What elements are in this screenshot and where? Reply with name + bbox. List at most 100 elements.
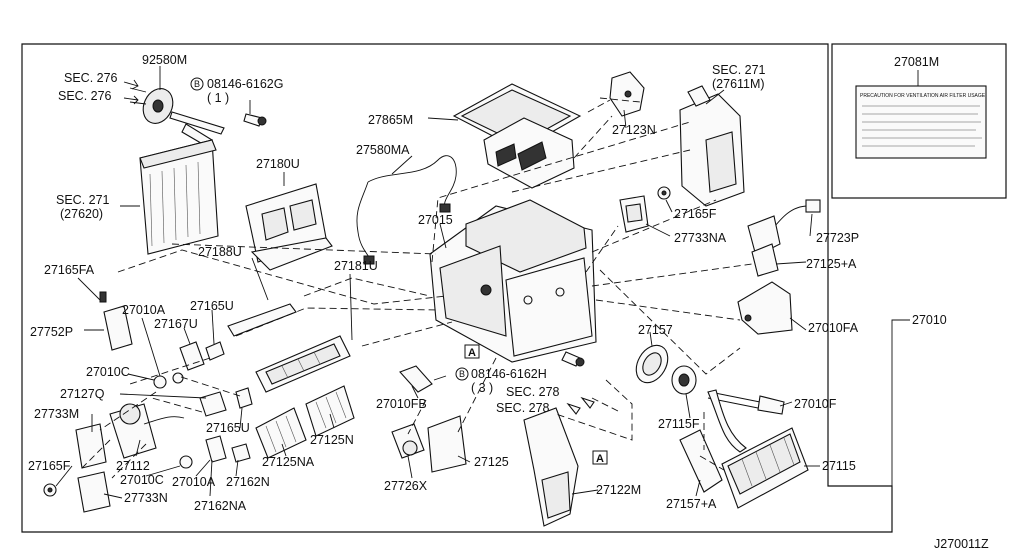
callout-27733M[interactable]: 27733M	[34, 407, 79, 421]
callout-27010A-bot[interactable]: 27010A	[172, 475, 216, 489]
callout-27733N[interactable]: 27733N	[124, 491, 168, 505]
callout-27865M[interactable]: 27865M	[368, 113, 413, 127]
duct-27122M[interactable]	[523, 407, 579, 527]
callout-27125NA[interactable]: 27125NA	[262, 455, 315, 469]
callout-27723P[interactable]: 27723P	[816, 231, 859, 245]
callout-92580M[interactable]: 92580M	[142, 53, 187, 67]
vent-27125NA[interactable]	[255, 407, 307, 459]
seal-27115F[interactable]	[671, 365, 697, 395]
callout-27165F-top[interactable]: 27165F	[674, 207, 717, 221]
actuator-27733NA[interactable]	[619, 195, 649, 233]
callout-bolt1qty[interactable]: ( 1 )	[207, 91, 229, 105]
air-filter[interactable]	[139, 139, 219, 255]
caution-label-part[interactable]: PRECAUTION FOR VENTILATION AIR FILTER US…	[855, 85, 987, 159]
callout-bolt1[interactable]: 08146-6162G	[207, 77, 283, 91]
duct-27865M[interactable]	[452, 83, 582, 189]
callout-27010C-bot[interactable]: 27010C	[120, 473, 164, 487]
callout-27726X[interactable]: 27726X	[384, 479, 428, 493]
pipe-27010F[interactable]	[707, 389, 785, 453]
callout-27010C-top[interactable]: 27010C	[86, 365, 130, 379]
callout-27165U-bot[interactable]: 27165U	[206, 421, 250, 435]
seal-27157[interactable]	[630, 340, 674, 389]
callout-bolt2[interactable]: 08146-6162H	[471, 367, 547, 381]
fitting-27010C-bot[interactable]	[179, 455, 193, 469]
duct-27010FB[interactable]	[399, 365, 433, 393]
view-marker-A-2: A	[592, 450, 608, 465]
callout-27115F[interactable]: 27115F	[658, 417, 700, 431]
callout-27010[interactable]: 27010	[912, 313, 947, 327]
grommet-27165F-top[interactable]	[657, 186, 671, 200]
callout-27165FA[interactable]: 27165FA	[44, 263, 95, 277]
vent-27181U[interactable]	[255, 335, 351, 393]
callout-27125A[interactable]: 27125+A	[806, 257, 857, 271]
callout-27620[interactable]: (27620)	[60, 207, 103, 221]
sensor-27723P[interactable]	[747, 199, 821, 257]
callout-27165U-top[interactable]: 27165U	[190, 299, 234, 313]
strip-27188U[interactable]	[227, 303, 297, 337]
callout-27127Q[interactable]: 27127Q	[60, 387, 105, 401]
fitting-27010A-bot[interactable]	[205, 435, 227, 463]
callout-sec271b[interactable]: SEC. 271	[56, 193, 110, 207]
callout-27165F-bot[interactable]: 27165F	[28, 459, 71, 473]
callout-27010A-top[interactable]: 27010A	[122, 303, 166, 317]
harness-27580MA[interactable]	[356, 155, 457, 265]
callout-bolt2qty[interactable]: ( 3 )	[471, 381, 493, 395]
callout-27112[interactable]: 27112	[116, 459, 150, 473]
callout-27010F[interactable]: 27010F	[794, 397, 837, 411]
vent-27180U[interactable]	[245, 183, 333, 271]
callout-27180U[interactable]: 27180U	[256, 157, 300, 171]
callout-27123N[interactable]: 27123N	[612, 123, 656, 137]
bolt-marker-B-1: B	[190, 77, 204, 91]
callout-sec276b[interactable]: SEC. 276	[58, 89, 112, 103]
callout-27125[interactable]: 27125	[474, 455, 509, 469]
actuator-27112[interactable]	[109, 403, 185, 459]
callout-27010FA[interactable]: 27010FA	[808, 321, 859, 335]
actuator-27733M[interactable]	[75, 423, 107, 469]
duct-27125[interactable]	[427, 415, 467, 473]
clip-27165U-top[interactable]	[205, 341, 225, 361]
callout-sec271a[interactable]: SEC. 271	[712, 63, 766, 77]
link-27167U[interactable]	[179, 341, 205, 371]
heater-unit-27015[interactable]	[429, 199, 597, 363]
bracket-27752P[interactable]	[99, 291, 133, 351]
screw-08146-6162G[interactable]	[243, 113, 267, 127]
vent-27125N[interactable]	[305, 385, 355, 437]
callout-sec278b[interactable]: SEC. 278	[496, 401, 550, 415]
bolt-08146-6162H[interactable]	[561, 351, 585, 367]
callout-27188U[interactable]: 27188U	[198, 245, 242, 259]
callout-27122M[interactable]: 27122M	[596, 483, 641, 497]
callout-27115[interactable]: 27115	[822, 459, 856, 473]
callout-27733NA[interactable]: 27733NA	[674, 231, 727, 245]
callout-27162NA[interactable]: 27162NA	[194, 499, 247, 513]
fitting-27010A-top[interactable]	[172, 372, 184, 384]
callout-27157[interactable]: 27157	[638, 323, 673, 337]
bracket-27125A[interactable]	[751, 243, 779, 277]
callout-27162N[interactable]: 27162N	[226, 475, 270, 489]
callout-27157A[interactable]: 27157+A	[666, 497, 717, 511]
callout-sec276a[interactable]: SEC. 276	[64, 71, 118, 85]
callout-27015[interactable]: 27015	[418, 213, 453, 227]
callout-sec278a[interactable]: SEC. 278	[506, 385, 560, 399]
actuator-92580M[interactable]	[138, 84, 225, 147]
callout-27010FB[interactable]: 27010FB	[376, 397, 427, 411]
fitting-27010C-top[interactable]	[153, 375, 167, 389]
bolt-marker-B-2: B	[455, 367, 469, 381]
callout-27580MA[interactable]: 27580MA	[356, 143, 410, 157]
duct-27010FA[interactable]	[737, 281, 793, 335]
callout-27125N[interactable]: 27125N	[310, 433, 354, 447]
callout-27611M[interactable]: (27611M)	[712, 77, 765, 91]
bracket-27123N[interactable]	[609, 71, 645, 117]
callout-27752P[interactable]: 27752P	[30, 325, 73, 339]
callout-27167U[interactable]: 27167U	[154, 317, 198, 331]
clip-27165U-bot[interactable]	[235, 387, 253, 409]
callout-27181U[interactable]: 27181U	[334, 259, 378, 273]
linkage-27127Q[interactable]	[199, 391, 227, 417]
grommet-27165F-bot[interactable]	[43, 483, 57, 497]
insulator-27157A[interactable]	[679, 429, 723, 493]
blower-case-27611M[interactable]	[679, 85, 745, 207]
actuator-27733N[interactable]	[77, 471, 111, 513]
clip-27162N[interactable]	[231, 443, 251, 463]
heater-core-27115[interactable]	[721, 427, 809, 509]
callout-27081M[interactable]: 27081M	[894, 55, 939, 69]
motor-27726X[interactable]	[391, 423, 425, 459]
